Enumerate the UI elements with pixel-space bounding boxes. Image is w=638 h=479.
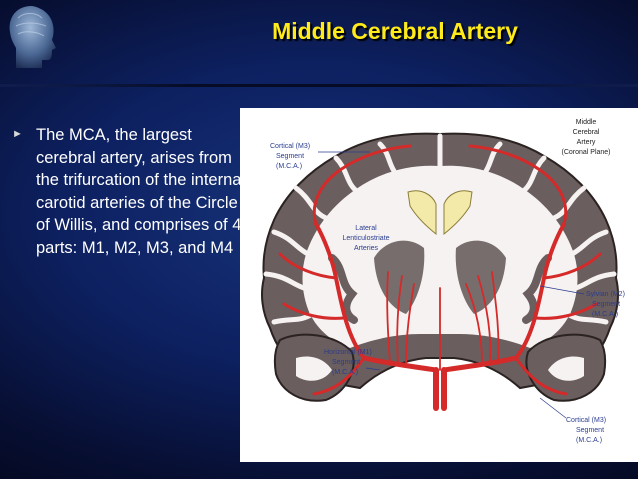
svg-text:(Coronal Plane): (Coronal Plane) bbox=[561, 149, 610, 156]
label-cortical-top: Cortical (M3) Segment (M.C.A.) bbox=[270, 143, 370, 170]
label-lenticulostriate: Lateral Lenticulostriate Arteries bbox=[342, 225, 389, 252]
svg-text:Lenticulostriate: Lenticulostriate bbox=[342, 235, 389, 242]
svg-text:Cortical (M3): Cortical (M3) bbox=[270, 143, 310, 150]
bullet-text: The MCA, the largest cerebral artery, ar… bbox=[36, 126, 246, 257]
svg-text:Segment: Segment bbox=[576, 427, 604, 434]
svg-text:(M.C.A.): (M.C.A.) bbox=[332, 369, 358, 376]
svg-text:Segment: Segment bbox=[592, 301, 620, 308]
mca-arteries bbox=[278, 144, 602, 411]
label-horizontal: Horizontal (M1) Segment (M.C.A.) bbox=[324, 349, 381, 376]
svg-text:Horizontal (M1): Horizontal (M1) bbox=[324, 349, 372, 356]
label-cortical-bottom: Cortical (M3) Segment (M.C.A.) bbox=[539, 397, 606, 444]
label-sylvian: Sylvian (M2) Segment (M.C.A.) bbox=[539, 285, 625, 318]
svg-text:(M.C.A.): (M.C.A.) bbox=[576, 437, 602, 444]
bullet-arrow-icon: ► bbox=[12, 128, 23, 140]
head-logo-icon bbox=[2, 2, 64, 72]
svg-text:Artery: Artery bbox=[577, 139, 596, 146]
svg-text:Middle: Middle bbox=[576, 119, 597, 126]
svg-text:Segment: Segment bbox=[276, 153, 304, 160]
figure-title: Middle Cerebral Artery (Coronal Plane) bbox=[561, 119, 610, 156]
mca-coronal-diagram: Middle Cerebral Artery (Coronal Plane) C… bbox=[240, 108, 638, 462]
svg-text:(M.C.A.): (M.C.A.) bbox=[592, 311, 618, 318]
slide-title: Middle Cerebral Artery bbox=[272, 18, 518, 44]
svg-text:Cerebral: Cerebral bbox=[573, 129, 600, 136]
svg-text:Sylvian (M2): Sylvian (M2) bbox=[586, 291, 625, 298]
svg-text:Arteries: Arteries bbox=[354, 245, 379, 252]
svg-text:Segment: Segment bbox=[332, 359, 360, 366]
svg-text:(M.C.A.): (M.C.A.) bbox=[276, 163, 302, 170]
svg-text:Lateral: Lateral bbox=[355, 225, 377, 232]
svg-text:Cortical (M3): Cortical (M3) bbox=[566, 417, 606, 424]
title-divider bbox=[0, 84, 638, 87]
